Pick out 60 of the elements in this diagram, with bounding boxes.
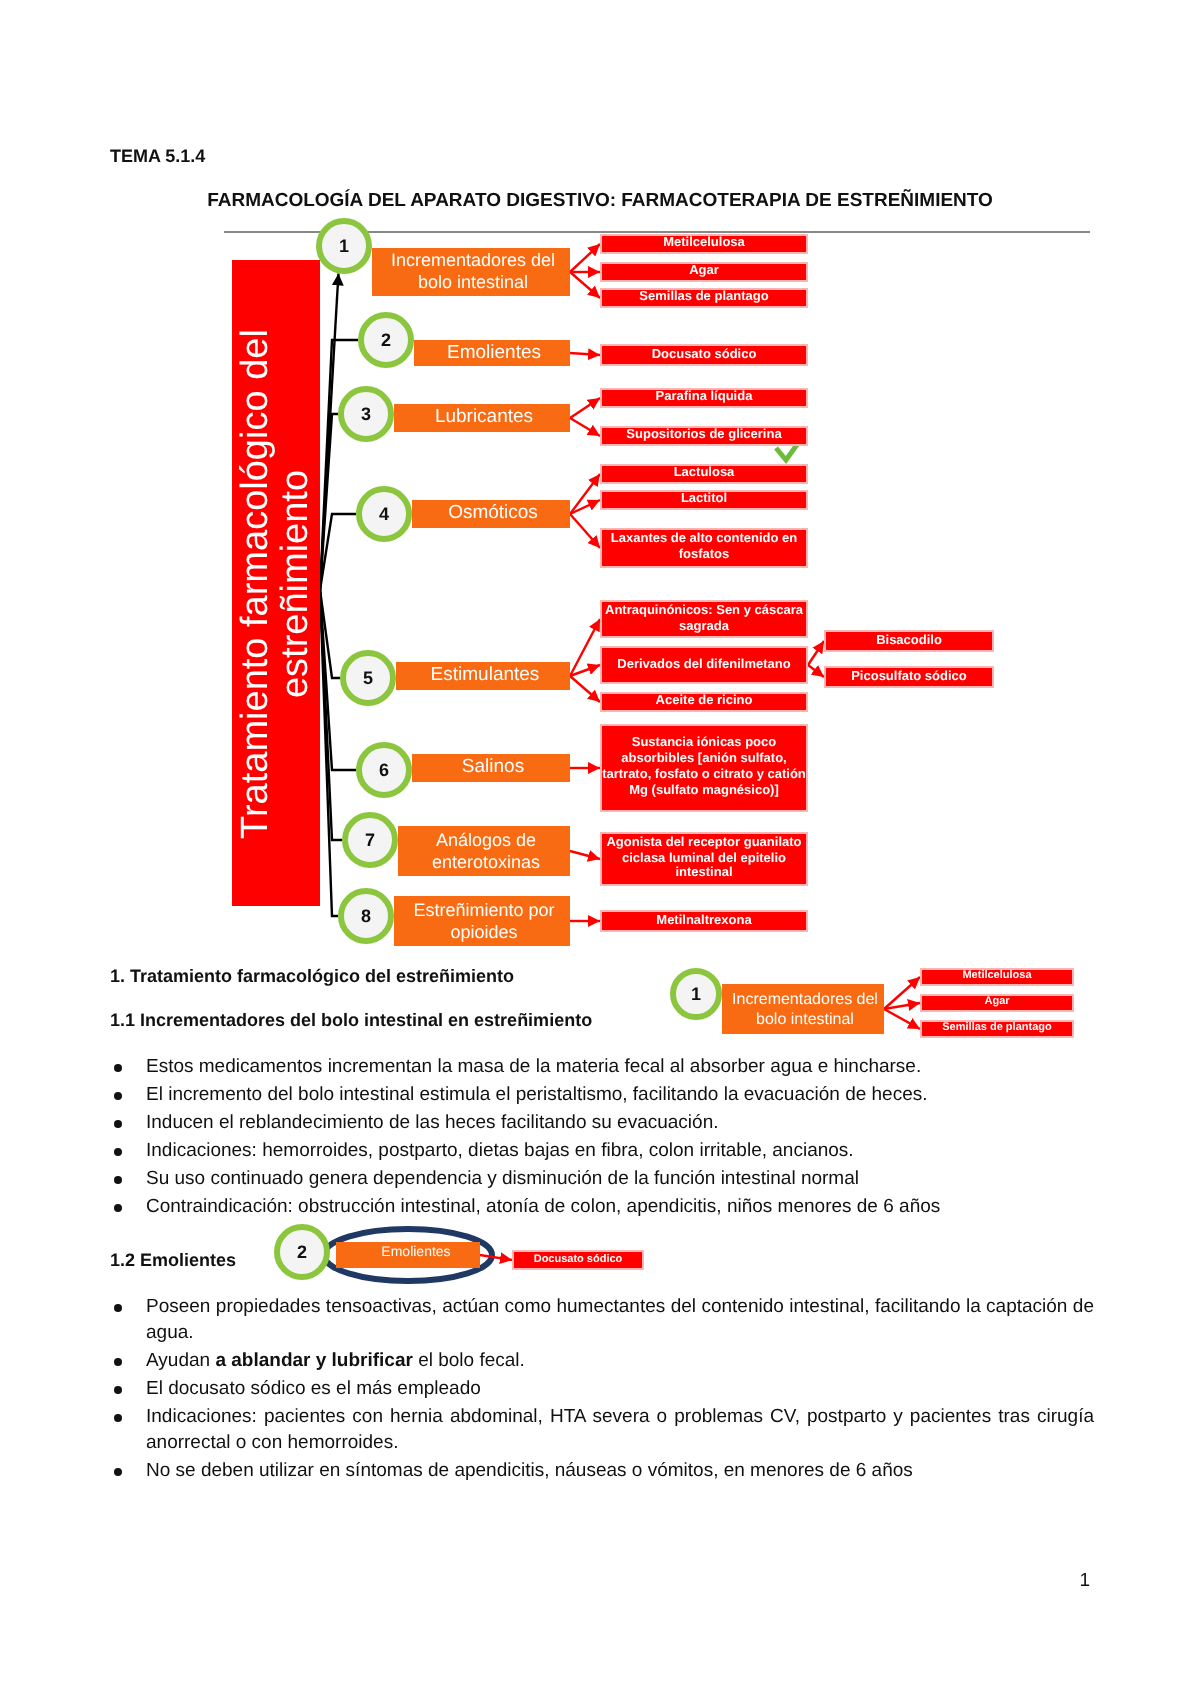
page-title: FARMACOLOGÍA DEL APARATO DIGESTIVO: FARMACOTERAPIA DE ESTREÑIMIENTO <box>205 188 995 214</box>
connector-arrow <box>883 999 921 1011</box>
connector-arrow <box>479 1252 513 1265</box>
category-box: Incrementadores del bolo intestinal <box>722 984 884 1034</box>
number-circle: 1 <box>670 968 722 1020</box>
number-circle: 2 <box>274 1224 330 1280</box>
connector-arrow <box>570 762 600 774</box>
category-box: Estimulantes <box>396 662 570 690</box>
connector-arrow <box>569 271 601 299</box>
connector-arrow <box>569 849 601 862</box>
connector-arrow <box>570 915 600 927</box>
category-box: Osmóticos <box>412 500 570 528</box>
bullet-text: Poseen propiedades tensoactivas, actúan como humectantes del contenido intestinal, facilitando la captación de agua. <box>146 1294 1094 1346</box>
category-box: Incrementadores del bolo intestinal <box>372 248 570 296</box>
number-circle: 8 <box>338 888 394 944</box>
number-circle: 3 <box>338 386 394 442</box>
connector-arrow <box>883 1007 921 1031</box>
bullet-text: Ayudan a ablandar y lubrificar el bolo fecal. <box>146 1348 527 1374</box>
bullet-text: Su uso continuado genera dependencia y disminución de la función intestinal normal <box>146 1166 861 1192</box>
bullet-text: Estos medicamentos incrementan la masa de la materia fecal al absorber agua e hincharse. <box>146 1054 924 1080</box>
connector-arrow <box>569 675 601 703</box>
section-heading: 1. Tratamiento farmacológico del estreñimiento <box>110 964 517 990</box>
title-bar <box>232 260 320 906</box>
bullet-text: Contraindicación: obstrucción intestinal, atonía de colon, apendicitis, niños menores de 6 años <box>146 1194 943 1220</box>
number-circle: 5 <box>340 650 396 706</box>
connector-arrow <box>807 664 825 678</box>
number-circle: 1 <box>316 218 372 274</box>
category-box: Estreñimiento por opioides <box>394 896 570 946</box>
number-circle: 4 <box>356 486 412 542</box>
category-box: Lubricantes <box>394 404 570 432</box>
number-circle: 6 <box>356 742 412 798</box>
bullet-text: Indicaciones: pacientes con hernia abdominal, HTA severa o problemas CV, postparto y pacientes tras cirugía anorrectal o con hemorroides. <box>146 1404 1094 1456</box>
category-box: Análogos de enterotoxinas <box>398 826 570 876</box>
connector-arrow <box>569 416 601 438</box>
vertical-title: Tratamiento farmacológico del estreñimiento <box>232 326 318 843</box>
section-heading: TEMA 5.1.4 <box>110 144 208 170</box>
connector-arrow <box>318 512 356 591</box>
bullet-text: Indicaciones: hemorroides, postparto, dietas bajas en fibra, colon irritable, ancianos. <box>146 1138 856 1164</box>
category-box: Salinos <box>412 754 570 782</box>
connector-arrow <box>807 640 825 666</box>
connector-arrow <box>568 618 602 677</box>
page-number: 1 <box>1077 1568 1090 1594</box>
connector-arrow <box>569 513 601 549</box>
number-circle: 2 <box>358 312 414 368</box>
bullet-text: Inducen el reblandecimiento de las heces facilitando su evacuación. <box>146 1110 721 1136</box>
connector-arrow <box>569 348 601 361</box>
connector-arrow <box>569 473 601 515</box>
connector-arrow <box>569 243 601 273</box>
connector-arrow <box>569 397 601 419</box>
connector-arrow <box>883 976 921 1010</box>
connector-arrow <box>569 663 601 678</box>
category-box: Emolientes <box>414 340 570 366</box>
bullet-text: No se deben utilizar en síntomas de apendicitis, náuseas o vómitos, en menores de 6 años <box>146 1458 915 1484</box>
section-heading: 1.2 Emolientes <box>110 1248 239 1274</box>
connector-arrow <box>570 266 600 278</box>
connector-arrow <box>569 498 601 516</box>
bullet-text: El incremento del bolo intestinal estimula el peristaltismo, facilitando la evacuación de heces. <box>146 1082 930 1108</box>
bullet-text: El docusato sódico es el más empleado <box>146 1376 483 1402</box>
section-heading: 1.1 Incrementadores del bolo intestinal en estreñimiento <box>110 1008 595 1034</box>
number-circle: 7 <box>342 812 398 868</box>
